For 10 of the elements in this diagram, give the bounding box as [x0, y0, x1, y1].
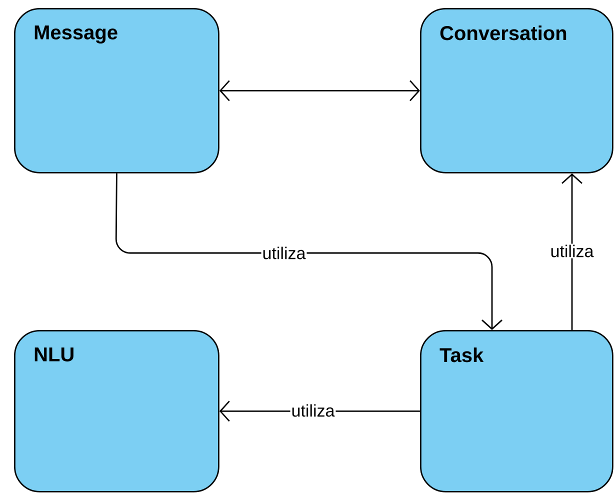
rounded-box: NLU: [14, 330, 220, 492]
arrow: [562, 173, 582, 330]
arrow: [115, 173, 502, 330]
edge-label: utiliza: [263, 246, 306, 260]
edge-label: utiliza: [292, 404, 335, 417]
edge-label: utiliza: [551, 244, 594, 258]
arrow: [219, 80, 420, 102]
rounded-box: Message: [14, 8, 220, 174]
rounded-box: Task: [420, 330, 614, 492]
rounded-box: Conversation: [420, 8, 614, 174]
